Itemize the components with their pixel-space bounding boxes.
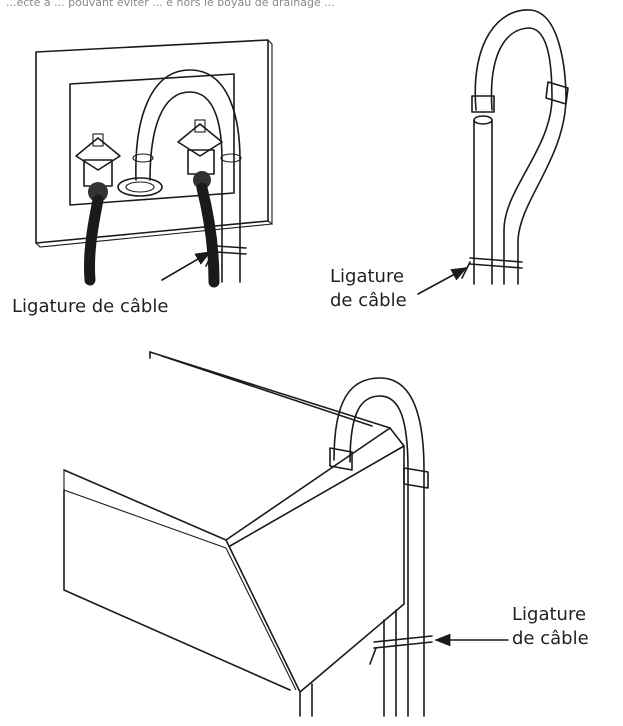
tub-cable-tie-label-line1: Ligature xyxy=(512,604,586,625)
left-valve xyxy=(75,133,121,202)
cut-header-text: ...ecté à ... pouvant éviter ... e hors … xyxy=(6,0,335,9)
right-valve xyxy=(177,119,223,189)
standpipe-cable-tie-label-line1: Ligature xyxy=(330,266,404,287)
tub-cable-tie-label-line2: de câble xyxy=(512,628,589,649)
laundry-tub-figure: Ligature de câble xyxy=(63,351,589,717)
standpipe-figure: Ligature de câble xyxy=(330,9,569,311)
wall-box-cable-tie-label: Ligature de câble xyxy=(12,296,168,317)
standpipe-cable-tie-label-line2: de câble xyxy=(330,290,407,311)
wall-box-figure: Ligature de câble xyxy=(12,39,273,317)
